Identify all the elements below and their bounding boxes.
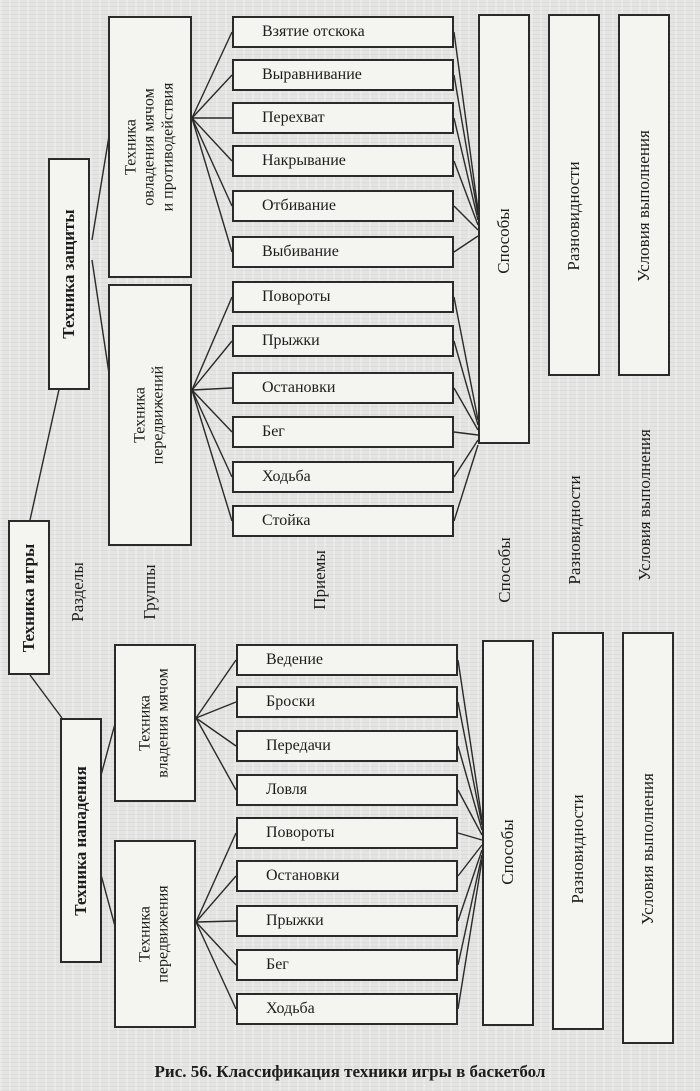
- defense-ball-item: Отбивание: [232, 190, 454, 222]
- defense-conditions-label: Условия выполнения: [634, 130, 654, 282]
- mid-variants-label: Разновидности: [565, 475, 584, 585]
- defense-ball-item: Перехват: [232, 102, 454, 134]
- group-defense-move-label: Техника передвижений: [131, 365, 167, 465]
- defense-move-item: Ходьба: [232, 461, 454, 493]
- attack-move-item: Ходьба: [236, 993, 458, 1025]
- defense-ball-item: Накрывание: [232, 145, 454, 177]
- group-attack-ball-box: Техника владения мячом: [114, 644, 196, 802]
- attack-move-item: Повороты: [236, 817, 458, 849]
- attack-ball-item: Передачи: [236, 730, 458, 762]
- attack-variants-label: Разновидности: [568, 794, 588, 904]
- section-attack-box: Техника нападения: [60, 718, 102, 963]
- root-box-technique-of-game: Техника игры: [8, 520, 50, 675]
- attack-ball-item: Броски: [236, 686, 458, 718]
- defense-move-item: Стойка: [232, 505, 454, 537]
- group-defense-ball-label: Техника овладения мячом и противодействи…: [122, 82, 177, 212]
- defense-variants-label: Разновидности: [564, 161, 584, 271]
- defense-ball-item: Выбивание: [232, 236, 454, 268]
- section-attack-label: Техника нападения: [71, 765, 91, 916]
- attack-move-item: Бег: [236, 949, 458, 981]
- defense-ball-item: Выравнивание: [232, 59, 454, 91]
- root-label: Техника игры: [19, 543, 39, 652]
- attack-ball-item: Ведение: [236, 644, 458, 676]
- attack-methods-label: Способы: [498, 819, 518, 885]
- level-label-groups: Группы: [140, 564, 159, 620]
- attack-move-item: Прыжки: [236, 905, 458, 937]
- defense-conditions-box: Условия выполнения: [618, 14, 670, 376]
- attack-conditions-box: Условия выполнения: [622, 632, 674, 1044]
- level-label-sections: Разделы: [68, 562, 87, 622]
- figure-caption: Рис. 56. Классификация техники игры в ба…: [154, 1062, 546, 1081]
- group-attack-move-box: Техника передвижения: [114, 840, 196, 1028]
- defense-move-item: Повороты: [232, 281, 454, 313]
- defense-move-item: Бег: [232, 416, 454, 448]
- mid-methods-label: Способы: [495, 537, 514, 603]
- defense-ball-item: Взятие отскока: [232, 16, 454, 48]
- defense-move-item: Прыжки: [232, 325, 454, 357]
- level-label-techniques: Приемы: [310, 550, 329, 610]
- group-defense-move-box: Техника передвижений: [108, 284, 192, 546]
- section-defense-box: Техника защиты: [48, 158, 90, 390]
- group-attack-ball-label: Техника владения мячом: [136, 668, 172, 778]
- attack-methods-box: Способы: [482, 640, 534, 1026]
- group-defense-ball-box: Техника овладения мячом и противодействи…: [108, 16, 192, 278]
- group-attack-move-label: Техника передвижения: [136, 885, 172, 983]
- section-defense-label: Техника защиты: [59, 209, 79, 339]
- defense-move-item: Остановки: [232, 372, 454, 404]
- attack-conditions-label: Условия выполнения: [638, 773, 658, 925]
- defense-variants-box: Разновидности: [548, 14, 600, 376]
- defense-methods-box: Способы: [478, 14, 530, 444]
- attack-variants-box: Разновидности: [552, 632, 604, 1030]
- attack-move-item: Остановки: [236, 860, 458, 892]
- defense-methods-label: Способы: [494, 208, 514, 274]
- attack-ball-item: Ловля: [236, 774, 458, 806]
- mid-conditions-label: Условия выполнения: [635, 429, 654, 581]
